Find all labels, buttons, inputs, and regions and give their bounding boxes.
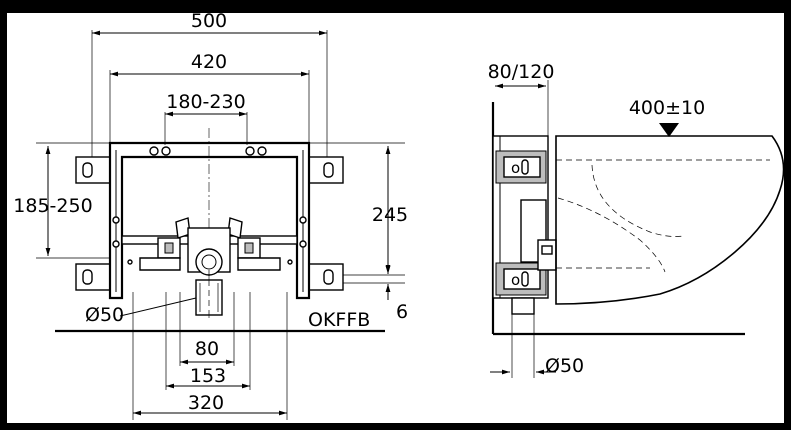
svg-text:o: o xyxy=(511,159,520,177)
dim-label-6: 6 xyxy=(396,301,408,323)
bracket-bottom-left xyxy=(75,263,111,291)
bracket-top-left xyxy=(75,156,111,184)
svg-text:o: o xyxy=(511,271,520,289)
side-view: 80/120 o o Ø50 400±10 xyxy=(488,61,785,378)
dim-label-500: 500 xyxy=(191,10,227,32)
dim-label-d50-side: Ø50 xyxy=(545,355,584,377)
dim-label-245: 245 xyxy=(372,204,408,226)
dim-label-80: 80 xyxy=(195,338,219,360)
dim-label-400: 400±10 xyxy=(629,97,705,119)
dim-label-d50-front: Ø50 xyxy=(85,304,124,326)
side-drain xyxy=(511,297,535,315)
dim-label-420: 420 xyxy=(191,51,227,73)
bolt-4 xyxy=(257,146,267,156)
floor-label: OKFFB xyxy=(308,309,370,331)
supply-fitting xyxy=(139,217,281,276)
wc-bowl xyxy=(555,135,785,305)
frame-outline xyxy=(108,141,311,300)
dim-label-153: 153 xyxy=(190,365,226,387)
dim-label-180-230: 180-230 xyxy=(166,91,245,113)
bolt-3 xyxy=(245,146,255,156)
dim-label-320: 320 xyxy=(188,392,224,414)
dim-label-80-120: 80/120 xyxy=(488,61,555,83)
front-view: 500 420 180-230 185-250 245 6 xyxy=(13,10,408,420)
bolt-2 xyxy=(161,146,171,156)
dim-label-185-250: 185-250 xyxy=(13,195,92,217)
bolt-1 xyxy=(149,146,159,156)
bowl-marker xyxy=(659,123,679,137)
drawing-sheet xyxy=(7,13,784,423)
